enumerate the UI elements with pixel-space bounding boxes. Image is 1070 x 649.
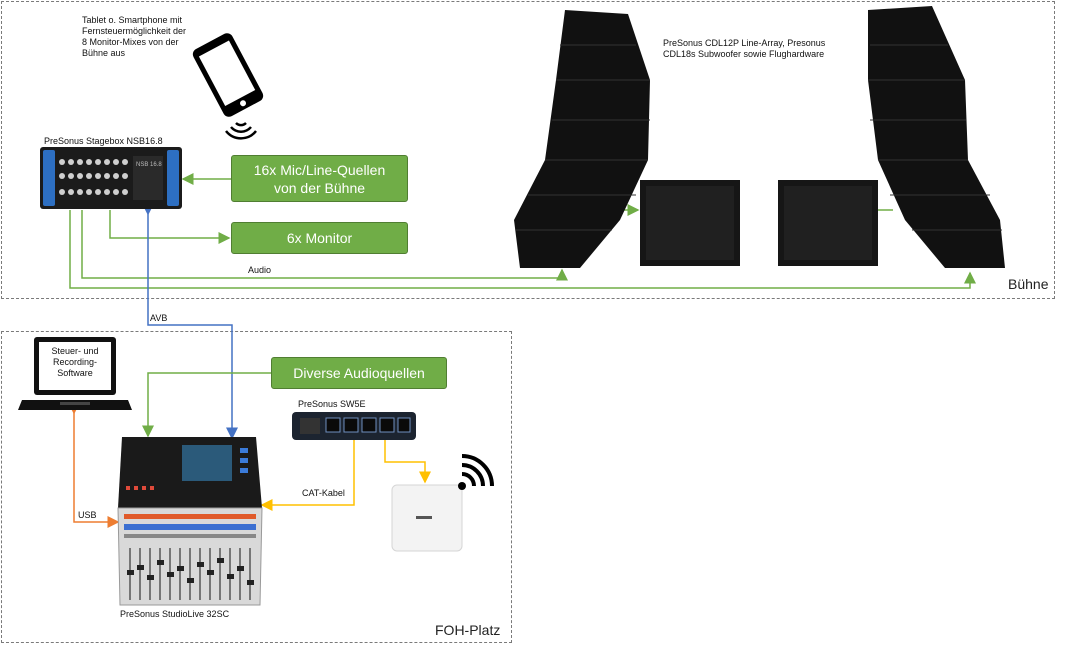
stagebox-caption: PreSonus Stagebox NSB16.8 <box>44 136 163 146</box>
cat-label: CAT-Kabel <box>302 488 345 498</box>
mic-sources-box: 16x Mic/Line-Quellen von der Bühne <box>231 155 408 202</box>
audio-label: Audio <box>248 265 272 275</box>
line-cat-mixer <box>260 429 360 511</box>
line-avb <box>142 203 238 440</box>
stage-zone <box>1 1 1055 299</box>
usb-label: USB <box>78 510 97 520</box>
line-diverse-to-mixer <box>142 372 271 438</box>
line-audio-right <box>69 210 976 289</box>
stagebox-screen-label: NSB 16.8 <box>136 162 162 168</box>
stage-zone-label: Bühne <box>1008 276 1049 292</box>
laptop-screen-label: Steuer- und Recording- Software <box>51 346 99 378</box>
monitor-box: 6x Monitor <box>231 222 408 254</box>
foh-zone <box>1 331 512 643</box>
line-usb <box>68 402 120 528</box>
tablet-caption: Tablet o. Smartphone mit Fernsteuermögli… <box>82 15 187 58</box>
switch-caption: PreSonus SW5E <box>298 399 366 409</box>
mixer-caption: PreSonus StudioLive 32SC <box>120 609 230 619</box>
audio-sources-box: Diverse Audioquellen <box>271 357 447 389</box>
speakers-caption: PreSonus CDL12P Line-Array, Presonus CDL… <box>663 38 826 59</box>
foh-zone-label: FOH-Platz <box>435 622 501 638</box>
avb-label: AVB <box>150 313 168 323</box>
line-cat-ap <box>384 440 431 484</box>
line-audio-left <box>81 210 568 281</box>
